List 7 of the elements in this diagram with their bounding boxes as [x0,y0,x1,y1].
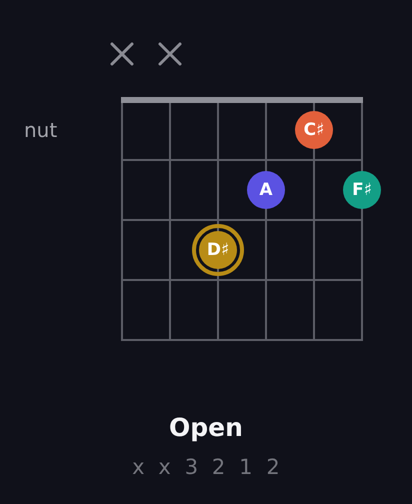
note-marker: C♯ [295,111,333,149]
chord-name-title: Open [169,415,243,440]
root-note-marker: D♯ [192,224,244,276]
fingering-text: x x 3 2 1 2 [131,457,284,478]
note-marker: F♯ [343,171,381,209]
nut-label: nut [24,120,58,140]
note-marker: A [247,171,285,209]
